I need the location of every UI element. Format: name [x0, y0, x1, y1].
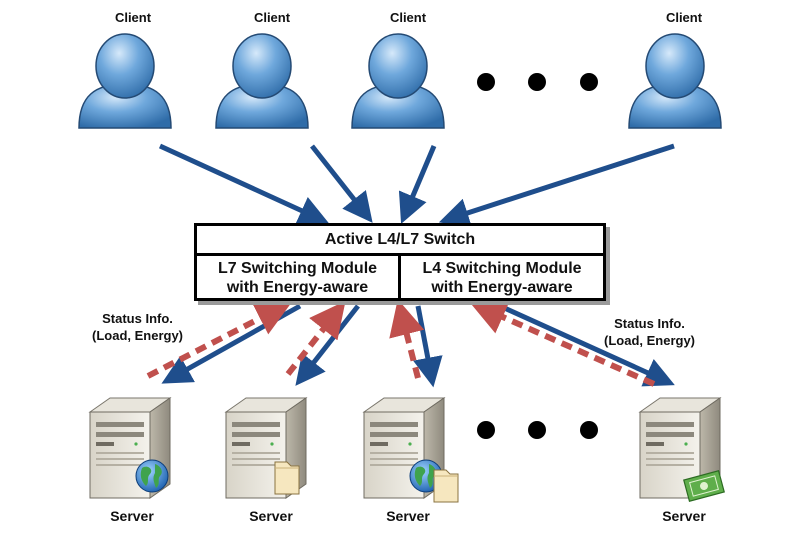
server-label: Server [662, 508, 706, 524]
l4-module-line1: L4 Switching Module [422, 260, 582, 277]
status-arrow-server4 [469, 300, 656, 387]
l4-module-line2: with Energy-aware [431, 279, 573, 296]
status-arrow-server2 [285, 300, 346, 376]
switch-title: Active L4/L7 Switch [197, 226, 603, 256]
status-info-right-line2: (Load, Energy) [604, 333, 696, 348]
arrow-switch-to-server2 [295, 304, 360, 386]
status-info-right-line1: Status Info. [614, 316, 685, 331]
client-icon-4 [628, 33, 722, 129]
ellipsis-dot-icon [477, 421, 495, 439]
status-arrow-server1 [146, 301, 293, 379]
client-request-arrows [158, 143, 675, 228]
folder-icon [274, 461, 300, 495]
l7-module-line1: L7 Switching Module [217, 260, 378, 277]
arrow-client3-to-switch [398, 145, 437, 224]
status-info-right: Status Info. (Load, Energy) [604, 315, 695, 349]
arrow-switch-to-server1 [161, 303, 302, 384]
l4-l7-switch: Active L4/L7 Switch L7 Switching Module … [194, 223, 606, 301]
client-label: Client [665, 10, 703, 25]
client-label: Client [389, 10, 427, 25]
arrow-switch-to-server4 [498, 303, 675, 387]
status-arrows [146, 299, 656, 387]
client-label: Client [253, 10, 291, 25]
status-info-left-line1: Status Info. [102, 311, 173, 326]
ellipsis-dot-icon [477, 73, 495, 91]
server-label: Server [110, 508, 154, 524]
status-info-left-line2: (Load, Energy) [92, 328, 184, 343]
arrow-client2-to-switch [310, 144, 373, 223]
client-icon-3 [351, 33, 445, 129]
arrow-switch-to-server3 [413, 305, 443, 388]
server-label: Server [249, 508, 293, 524]
arrow-client1-to-switch [158, 143, 329, 225]
server-label: Server [386, 508, 430, 524]
client-icon-2 [215, 33, 309, 129]
ellipsis-dot-icon [528, 421, 546, 439]
ellipsis-dot-icon [580, 421, 598, 439]
status-info-left: Status Info. (Load, Energy) [92, 310, 183, 344]
ellipsis-dot-icon [580, 73, 598, 91]
client-icon-1 [78, 33, 172, 129]
folder-icon [433, 469, 459, 503]
l7-switching-module: L7 Switching Module with Energy-aware [197, 256, 401, 298]
l7-module-line2: with Energy-aware [226, 279, 369, 296]
l4-switching-module: L4 Switching Module with Energy-aware [401, 256, 603, 298]
ellipsis-dot-icon [528, 73, 546, 91]
status-arrow-server3 [389, 299, 425, 379]
globe-icon [135, 459, 169, 493]
arrow-client4-to-switch [438, 143, 675, 228]
client-label: Client [114, 10, 152, 25]
